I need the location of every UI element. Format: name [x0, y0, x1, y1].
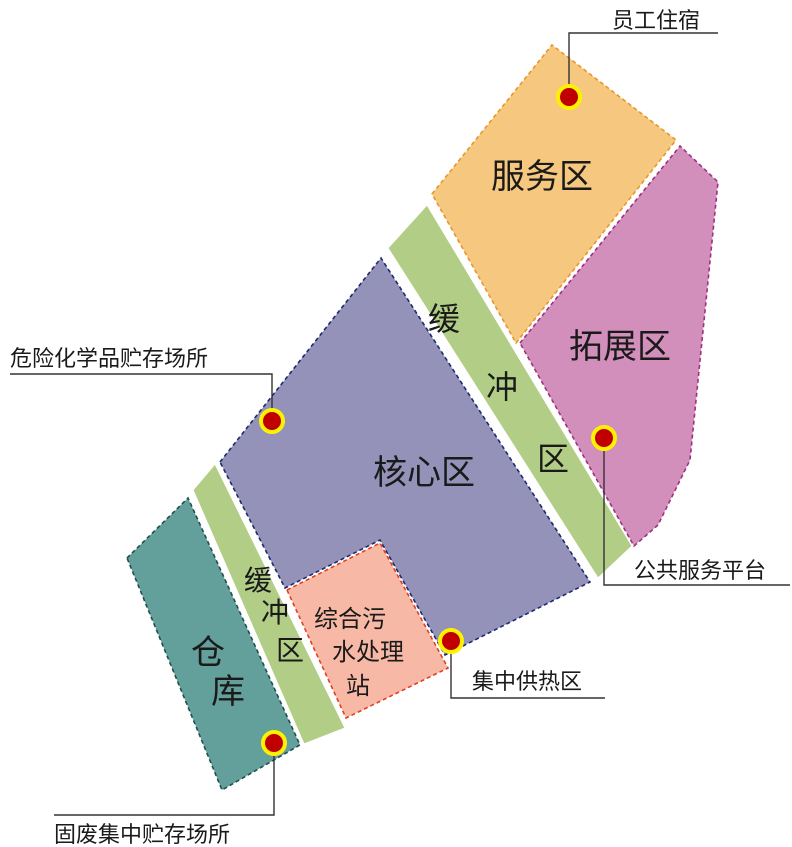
marker-central-heating: [438, 628, 464, 654]
core-zone-label: 核心区: [373, 453, 475, 493]
warehouse-char-2: 库: [211, 672, 245, 712]
buffer-left-char-3: 区: [276, 634, 304, 667]
marker-staff-dorm: [556, 84, 582, 110]
sewage-label-line-3: 站: [346, 672, 370, 700]
sewage-treatment-zone: [285, 541, 450, 720]
buffer-zone-left: [192, 463, 346, 745]
service-zone-label: 服务区: [491, 157, 593, 197]
expansion-zone-label: 拓展区: [569, 327, 671, 367]
sewage-label-line-1: 综合污: [314, 605, 386, 633]
buffer-right-char-2: 冲: [486, 368, 518, 406]
leader-solid-waste: [54, 743, 275, 816]
buffer-zone-right: [387, 204, 633, 579]
callout-central-heating: 集中供热区: [472, 670, 582, 695]
service-zone: [431, 43, 678, 345]
callout-public-service: 公共服务平台: [634, 559, 766, 584]
buffer-left-char-1: 缓: [244, 564, 272, 597]
leader-hazardous-storage: [10, 373, 273, 421]
callout-solid-waste: 固废集中贮存场所: [54, 823, 230, 847]
marker-hazardous-storage: [259, 408, 285, 434]
buffer-right-char-3: 区: [537, 440, 569, 478]
leader-central-heating: [450, 641, 605, 699]
warehouse-zone: [126, 496, 302, 792]
callout-hazardous-storage: 危险化学品贮存场所: [10, 347, 208, 372]
buffer-left-char-2: 冲: [261, 596, 289, 629]
callout-staff-dorm: 员工住宿: [612, 9, 700, 34]
expansion-zone: [519, 144, 719, 548]
buffer-right-char-1: 缓: [428, 300, 460, 338]
marker-solid-waste: [261, 730, 287, 756]
leader-staff-dorm: [568, 32, 718, 97]
core-zone: [219, 256, 592, 657]
leader-public-service: [603, 438, 790, 586]
sewage-label-line-2: 水处理: [332, 638, 404, 666]
marker-public-service: [591, 425, 617, 451]
warehouse-char-1: 仓: [191, 633, 225, 673]
